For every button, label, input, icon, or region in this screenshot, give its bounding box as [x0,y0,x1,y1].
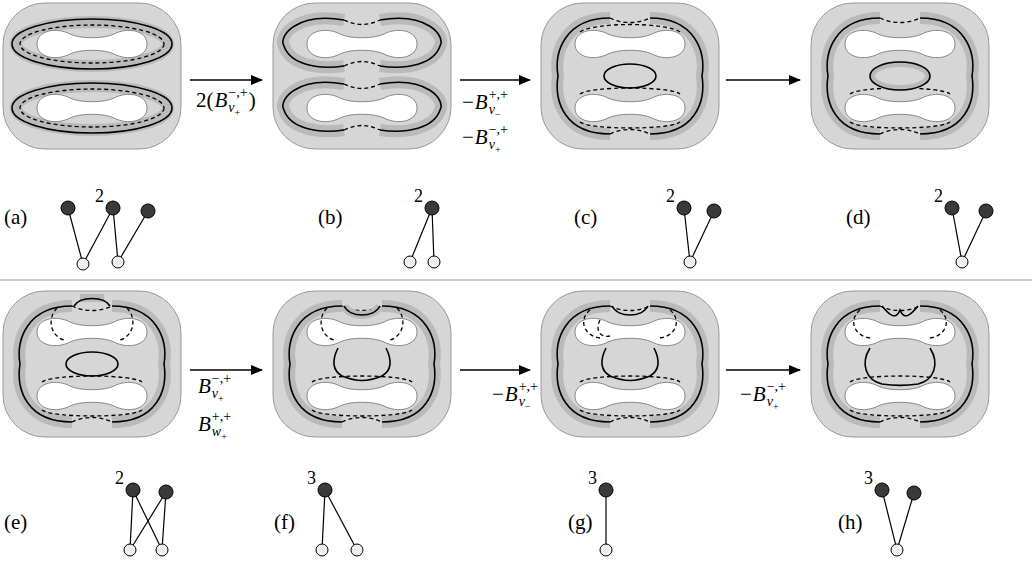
sub-subscript: + [235,108,241,118]
coefficient: ) [249,90,256,111]
subscript: v [489,103,495,117]
coefficient: − [740,384,752,405]
subscript: v [767,395,773,409]
operator-symbol: B [198,414,211,435]
coefficient: 2( [196,90,214,111]
panel-label: (g) [568,512,593,533]
superscript: +,+ [519,380,538,394]
operator-symbol: B [753,384,766,405]
superscript: +,+ [212,410,231,424]
multiplicity-number: 3 [864,469,873,487]
sub-subscript: + [218,394,224,404]
coefficient: − [462,127,474,148]
superscript: +,+ [489,88,508,102]
superscript: −,+ [489,123,508,137]
panel-label: (a) [4,207,27,228]
panel-label: (e) [4,512,27,533]
operator-symbol: B [475,92,488,113]
superscript: −,+ [767,380,786,394]
multiplicity-number: 3 [588,469,597,487]
subscript: w [212,425,221,439]
multiplicity-number: 2 [115,469,124,487]
multiplicity-number: 2 [414,187,423,205]
sub-subscript: + [221,432,227,442]
operator-symbol: B [198,376,211,397]
operator-symbol: B [505,384,518,405]
superscript: −,+ [228,86,247,100]
subscript: v [519,395,525,409]
multiplicity-number: 3 [307,469,316,487]
panel-label: (d) [846,207,871,228]
coefficient: − [492,384,504,405]
subscript: v [489,138,495,152]
superscript: −,+ [212,372,231,386]
multiplicity-number: 2 [95,187,104,205]
panel-label: (b) [318,207,343,228]
operator-symbol: B [475,127,488,148]
subscript: v [212,387,218,401]
sub-subscript: + [773,402,779,412]
panel-label: (c) [574,207,597,228]
panel-label: (f) [274,512,295,533]
sub-subscript: + [495,145,501,155]
multiplicity-number: 2 [666,187,675,205]
coefficient: − [462,92,474,113]
sub-subscript: − [525,402,531,412]
multiplicity-number: 2 [934,187,943,205]
subscript: v [228,101,234,115]
panel-label: (h) [838,512,863,533]
operator-symbol: B [215,90,228,111]
sub-subscript: − [495,110,501,120]
